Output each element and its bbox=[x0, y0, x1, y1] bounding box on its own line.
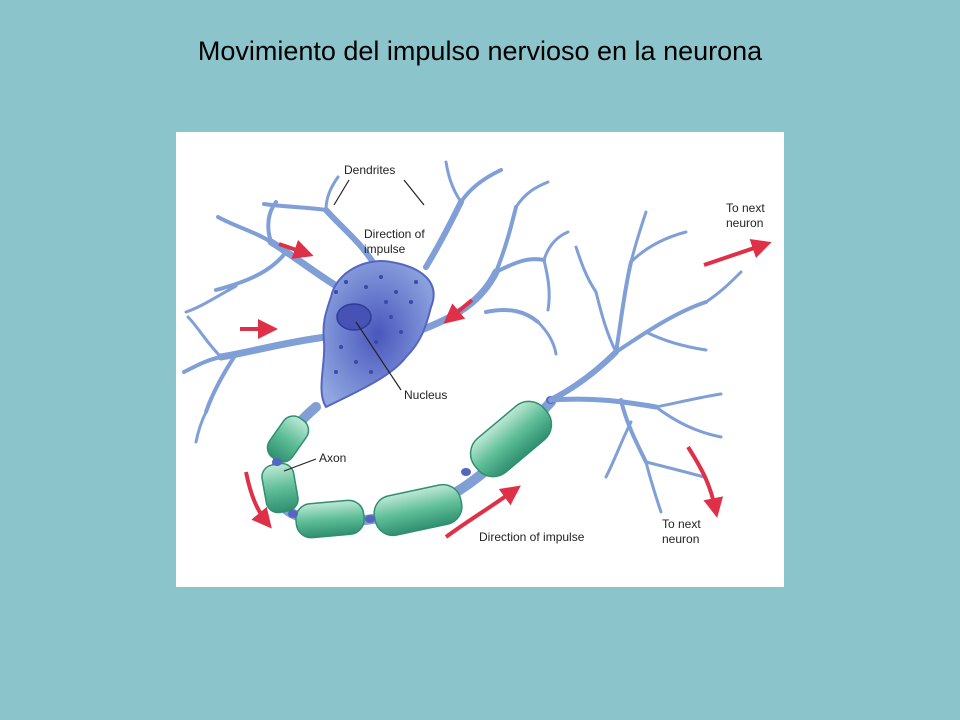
label-direction-of-impulse-top-2: impulse bbox=[364, 242, 406, 256]
label-dendrites: Dendrites bbox=[344, 163, 395, 177]
myelin-sheath bbox=[261, 400, 553, 539]
label-nucleus: Nucleus bbox=[404, 388, 447, 402]
slide-title: Movimiento del impulso nervioso en la ne… bbox=[197, 36, 763, 66]
label-to-next-neuron-top-1: To next bbox=[726, 201, 765, 215]
dendrites-left bbox=[182, 175, 379, 444]
arrow-dendrite-right bbox=[443, 298, 474, 324]
impulse-arrows bbox=[240, 239, 772, 539]
nissl-bodies bbox=[334, 275, 418, 374]
label-direction-of-impulse-top-1: Direction of bbox=[364, 227, 425, 241]
label-to-next-neuron-bottom-1: To next bbox=[662, 517, 701, 531]
label-axon: Axon bbox=[319, 451, 346, 465]
arrow-terminal-top bbox=[703, 239, 772, 267]
arrow-dendrite-left-top bbox=[278, 239, 314, 259]
label-direction-of-impulse-bottom: Direction of impulse bbox=[479, 530, 585, 544]
neuron-diagram-panel: Dendrites Direction of impulse Nucleus A… bbox=[176, 132, 784, 587]
leader-lines bbox=[283, 179, 425, 472]
neuron-diagram: Dendrites Direction of impulse Nucleus A… bbox=[182, 160, 772, 546]
arrow-axon-bottom bbox=[444, 485, 521, 539]
label-to-next-neuron-bottom-2: neuron bbox=[662, 532, 699, 546]
arrow-axon-left bbox=[244, 471, 272, 529]
dendrites-right bbox=[412, 160, 570, 356]
cell-body bbox=[320, 260, 435, 409]
arrow-terminal-bottom bbox=[686, 445, 724, 518]
label-to-next-neuron-top-2: neuron bbox=[726, 216, 763, 230]
nucleus-shape bbox=[336, 303, 372, 331]
axon-terminals bbox=[548, 210, 743, 514]
